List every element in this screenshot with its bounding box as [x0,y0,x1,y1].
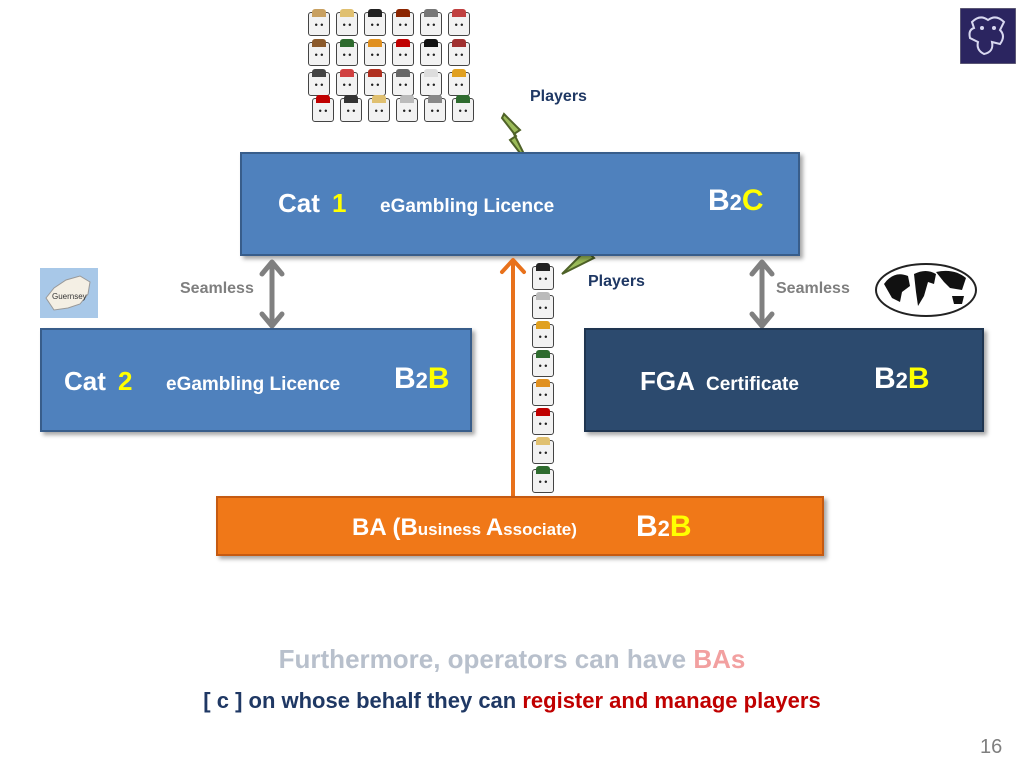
guernsey-map-label: Guernsey [52,292,87,301]
face-icon [368,95,390,122]
face-icon [532,263,554,290]
footer-line-2: [ c ] on whose behalf they can register … [0,688,1024,714]
face-icon [336,9,358,36]
footer-line-1: Furthermore, operators can have BAs [0,644,1024,675]
face-icon [420,39,442,66]
face-icon [532,350,554,377]
face-icon [448,9,470,36]
face-icon [396,95,418,122]
cat2-number: 2 [118,366,133,396]
face-icon [336,69,358,96]
guernsey-map-icon: Guernsey [40,268,98,318]
players-faces-icon [308,9,470,96]
cat2-licence-box: Cat 2 eGambling Licence B2B [40,328,472,432]
face-icon [532,321,554,348]
seamless-label-right: Seamless [776,280,850,297]
face-icon [452,95,474,122]
b2-b: B [708,184,730,217]
cat1-licence: eGambling Licence [380,196,555,217]
b2-two: 2 [415,368,428,393]
face-icon [420,69,442,96]
ba-b: B [400,514,418,541]
cat2-licence: eGambling Licence [166,374,341,395]
footer-line-2-prefix: [ c ] on whose behalf they can [203,688,523,713]
ba-text: BA (Business Associate) [352,514,577,542]
face-icon [532,437,554,464]
footer-line-2-highlight: register and manage players [522,688,821,713]
ba-abbrev: BA ( [352,514,401,541]
players-label-mid: Players [588,273,645,290]
face-icon [392,39,414,66]
players-faces-icon [532,263,554,493]
face-icon [364,69,386,96]
ba-b2b: B2B [636,510,692,544]
cat1-b2c: B2C [708,184,764,218]
b2-two: 2 [895,368,908,393]
fga-cert: Certificate [706,374,799,395]
players-label-top: Players [530,88,587,105]
b2-end: C [741,184,764,217]
face-icon [532,466,554,493]
fga-b2b: B2B [874,362,930,396]
ba-a: A [485,514,504,541]
page-number: 16 [980,736,1003,758]
face-icon [308,69,330,96]
footer-line-1-highlight: BAs [693,644,746,674]
face-icon [308,9,330,36]
b2-b: B [636,510,658,543]
face-icon [532,379,554,406]
ba-usiness: usiness [417,520,486,539]
b2-end: B [907,362,930,395]
b2-b: B [394,362,416,395]
fga-name: FGA [640,366,695,396]
face-icon [448,39,470,66]
cat1-licence-box: Cat 1 eGambling Licence B2C [240,152,800,256]
double-arrow-icon [749,259,775,329]
face-icon [364,39,386,66]
cat1-prefix: Cat [278,188,320,218]
b2-end: B [427,362,450,395]
face-icon [392,9,414,36]
face-icon [336,39,358,66]
face-icon [312,95,334,122]
face-icon [424,95,446,122]
footer-line-1-prefix: Furthermore, operators can have [278,644,694,674]
face-icon [448,69,470,96]
b2-b: B [874,362,896,395]
double-arrow-icon [259,259,285,329]
cat2-prefix: Cat [64,366,106,396]
cat1-number: 1 [332,188,347,218]
face-icon [532,408,554,435]
players-faces-icon [312,95,474,122]
face-icon [340,95,362,122]
fga-certificate-box: FGA Certificate B2B [584,328,984,432]
face-icon [420,9,442,36]
face-icon [392,69,414,96]
ba-ssociate: ssociate) [503,520,577,539]
face-icon [532,292,554,319]
world-map-icon [875,263,977,317]
b2-end: B [669,510,692,543]
b2-two: 2 [657,516,670,541]
face-icon [308,39,330,66]
face-icon [364,9,386,36]
cat2-b2b: B2B [394,362,450,396]
seamless-label-left: Seamless [180,280,254,297]
b2-two: 2 [729,190,742,215]
ba-box: BA (Business Associate) B2B [216,496,824,556]
orange-up-arrow-icon [500,258,526,498]
crest-logo-icon [960,8,1016,64]
